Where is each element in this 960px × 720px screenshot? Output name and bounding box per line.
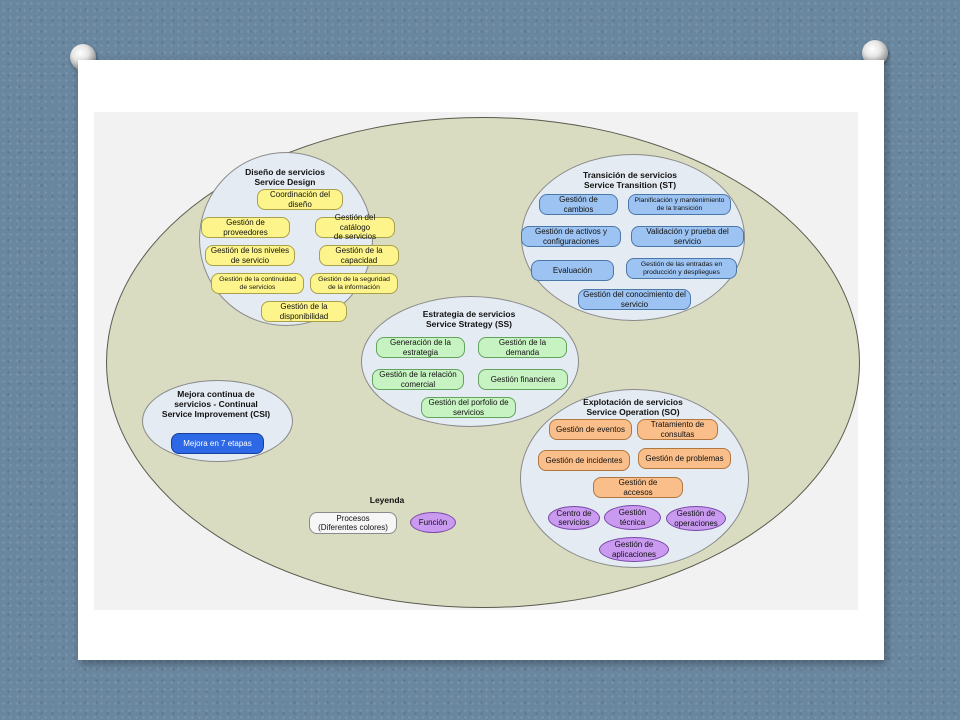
process-planificacion-transicion: Planificación y mantenimiento de la tran…	[628, 194, 731, 215]
service-design-circle	[199, 152, 373, 326]
function-centro-servicios: Centro de servicios	[548, 506, 600, 530]
process-validacion-prueba: Validación y prueba del servicio	[631, 226, 744, 247]
process-gestion-catalogo: Gestión del catálogo de servicios	[315, 213, 395, 241]
process-gestion-entradas-produccion: Gestión de las entradas en producción y …	[626, 258, 737, 279]
service-transition-title: Transición de servicios Service Transiti…	[582, 170, 677, 190]
process-gestion-cambios: Gestión de cambios	[539, 194, 618, 215]
process-gestion-porfolio: Gestión del porfolio de servicios	[421, 397, 516, 418]
legend-function-swatch: Función	[410, 512, 456, 533]
service-operation-title: Explotación de servicios Service Operati…	[583, 397, 683, 417]
process-gestion-accesos: Gestión de accesos	[593, 477, 683, 498]
process-gestion-continuidad: Gestión de la continuidad de servicios	[211, 273, 304, 294]
process-coordinacion-diseno: Coordinación del diseño	[257, 189, 343, 210]
csi-title: Mejora continua de servicios - Continual…	[161, 389, 271, 419]
legend-process-swatch: Procesos (Diferentes colores)	[309, 512, 397, 534]
process-gestion-proveedores: Gestión de proveedores	[201, 217, 290, 238]
process-gestion-niveles: Gestión de los niveles de servicio	[205, 245, 295, 266]
process-gestion-problemas: Gestión de problemas	[638, 448, 731, 469]
process-mejora-7-etapas: Mejora en 7 etapas	[171, 433, 264, 454]
process-gestion-relacion-comercial: Gestión de la relación comercial	[372, 369, 464, 390]
process-gestion-seguridad: Gestión de la seguridad de la informació…	[310, 273, 398, 294]
process-gestion-activos: Gestión de activos y configuraciones	[521, 226, 621, 247]
process-gestion-conocimiento: Gestión del conocimiento del servicio	[578, 289, 691, 310]
service-strategy-title: Estrategia de servicios Service Strategy…	[422, 309, 516, 329]
process-gestion-financiera: Gestión financiera	[478, 369, 568, 390]
process-gestion-demanda: Gestión de la demanda	[478, 337, 567, 358]
process-gestion-incidentes: Gestión de incidentes	[538, 450, 630, 471]
function-gestion-tecnica: Gestión técnica	[604, 505, 661, 530]
process-evaluacion: Evaluación	[531, 260, 614, 281]
process-gestion-disponibilidad: Gestión de la disponibilidad	[261, 301, 347, 322]
function-gestion-aplicaciones: Gestión de aplicaciones	[599, 537, 669, 562]
process-gestion-capacidad: Gestión de la capacidad	[319, 245, 399, 266]
process-gestion-eventos: Gestión de eventos	[549, 419, 632, 440]
process-generacion-estrategia: Generación de la estrategia	[376, 337, 465, 358]
process-tratamiento-consultas: Tratamiento de consultas	[637, 419, 718, 440]
function-gestion-operaciones: Gestión de operaciones	[666, 506, 726, 531]
legend-title: Leyenda	[369, 495, 405, 505]
